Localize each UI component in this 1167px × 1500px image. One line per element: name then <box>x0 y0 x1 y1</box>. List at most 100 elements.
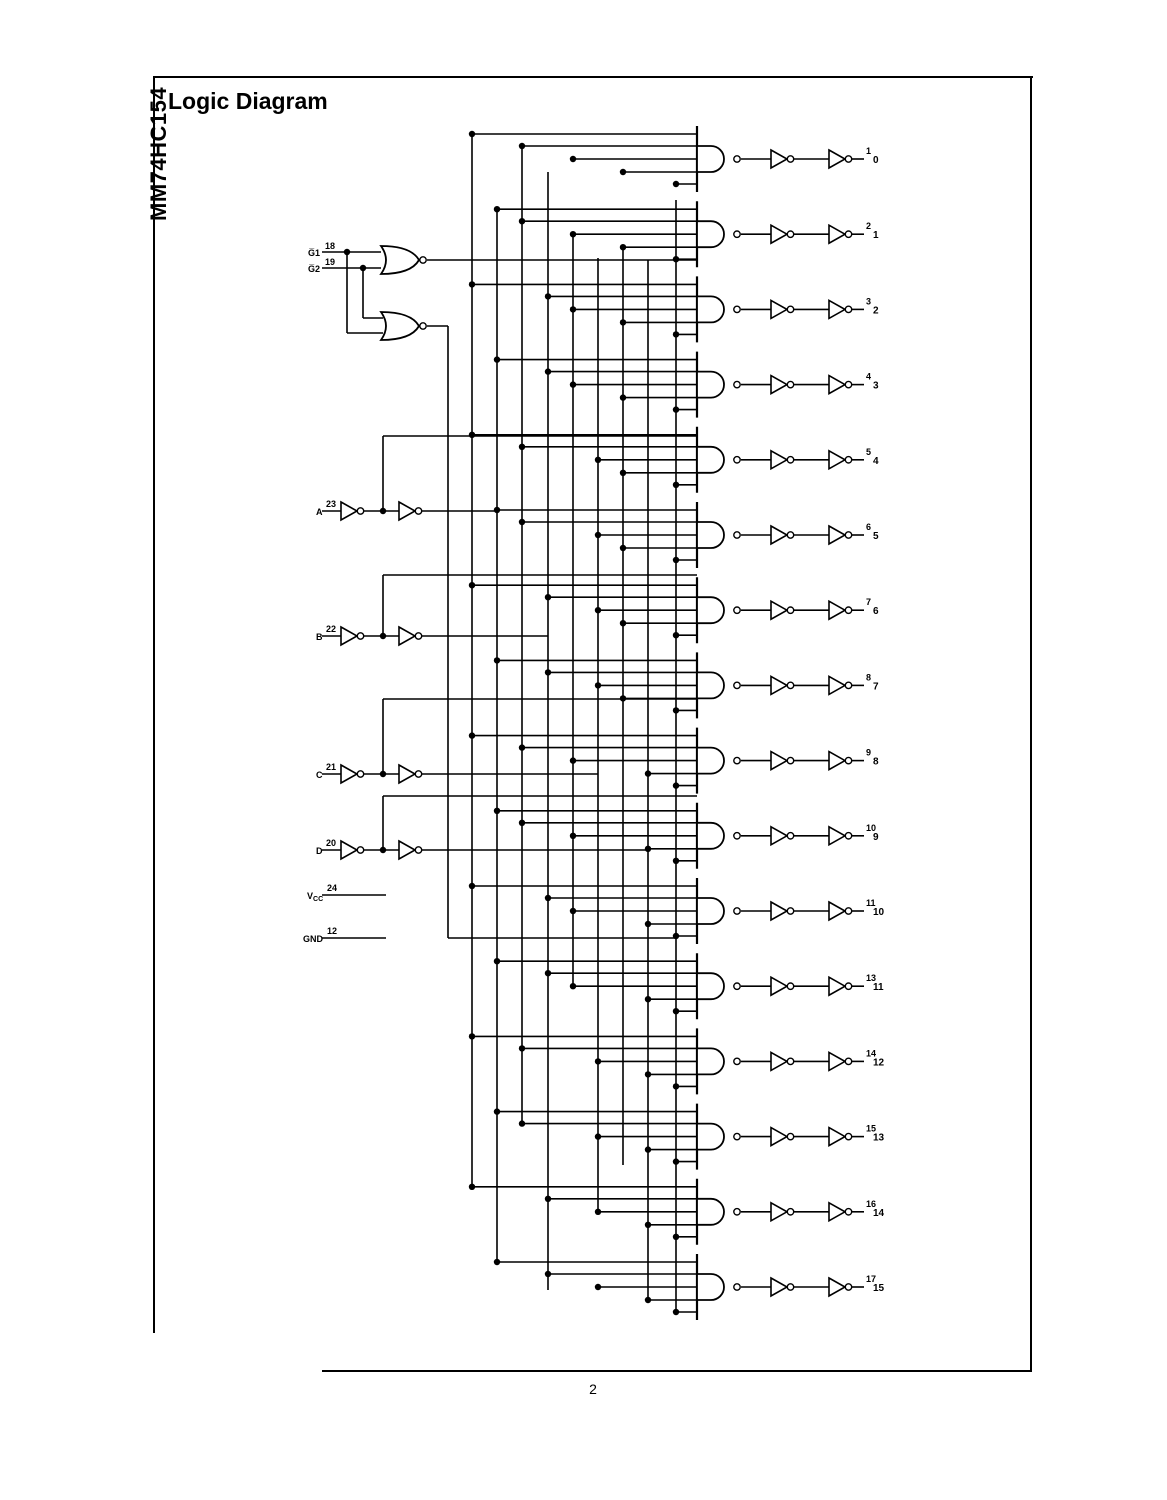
inverter-symbol <box>340 839 359 861</box>
junction-dot <box>672 1308 680 1316</box>
inversion-bubble <box>733 907 741 915</box>
junction-dot <box>468 431 476 438</box>
junction-dot <box>569 231 577 238</box>
inverter-symbol <box>770 975 789 997</box>
junction-dot <box>594 1208 602 1216</box>
address-pin-number: 23 <box>326 499 336 509</box>
nand-gate-body <box>696 1273 725 1301</box>
inverter-symbol <box>828 1201 847 1223</box>
inversion-bubble <box>844 831 853 840</box>
junction-dot <box>644 1146 652 1153</box>
inversion-bubble <box>786 230 795 239</box>
junction-dot <box>544 1270 552 1278</box>
or-gate-body <box>379 311 421 341</box>
nand-gate-body <box>696 596 725 625</box>
inversion-bubble <box>356 770 365 778</box>
inverter-symbol <box>828 374 847 395</box>
output-pin-number: 7 <box>866 597 871 607</box>
junction-dot <box>672 1158 680 1165</box>
inverter-symbol <box>770 374 789 395</box>
junction-dot <box>644 1071 652 1078</box>
inversion-bubble <box>844 455 853 464</box>
inversion-bubble <box>786 1283 795 1291</box>
nand-gate-body <box>696 295 725 324</box>
frame-left-border <box>153 76 155 1333</box>
junction-dot <box>672 481 680 488</box>
inverter-symbol <box>828 750 847 771</box>
inversion-bubble <box>786 831 795 840</box>
junction-dot <box>569 907 577 915</box>
junction-dot <box>594 531 602 539</box>
junction-dot <box>619 244 627 251</box>
output-pin-number: 11 <box>866 898 876 908</box>
power-pin-label: VCC <box>307 891 323 903</box>
junction-dot <box>619 469 627 476</box>
decoder-output-stage <box>695 502 725 568</box>
junction-dot <box>672 857 680 864</box>
inversion-bubble <box>356 632 365 640</box>
junction-dot <box>594 682 602 689</box>
inverter-symbol <box>340 763 359 785</box>
decoder-output-stage <box>695 126 725 192</box>
inversion-bubble <box>733 455 741 464</box>
inverter-symbol <box>398 839 417 861</box>
output-pin-number: 3 <box>866 296 871 306</box>
output-pin-number: 6 <box>866 522 871 532</box>
junction-dot <box>468 882 476 890</box>
inversion-bubble <box>844 982 853 991</box>
output-pin-number: 5 <box>866 447 871 457</box>
enable-input-label: G̅2 <box>308 264 320 274</box>
inversion-bubble <box>733 831 741 840</box>
enable-input-label: G̅1 <box>308 248 320 258</box>
inversion-bubble <box>786 380 795 389</box>
output-label: 3 <box>873 381 879 392</box>
junction-dot <box>518 744 526 751</box>
junction-dot <box>672 1083 680 1090</box>
junction-dot <box>518 518 526 526</box>
inverter-symbol <box>828 223 847 245</box>
inversion-bubble <box>786 606 795 615</box>
junction-dot <box>672 707 680 714</box>
inverter-symbol <box>770 599 789 621</box>
inversion-bubble <box>844 1057 853 1066</box>
junction-dot <box>518 443 526 450</box>
output-pin-number: 16 <box>866 1199 876 1209</box>
output-pin-number: 17 <box>866 1274 876 1284</box>
junction-dot <box>619 394 627 401</box>
inversion-bubble <box>733 681 741 690</box>
junction-dot <box>493 206 501 213</box>
output-label: 1 <box>873 230 879 241</box>
output-label: 15 <box>873 1283 885 1294</box>
frame-top-border <box>153 76 1033 78</box>
junction-dot <box>544 293 552 300</box>
nand-gate-body <box>696 445 725 474</box>
junction-dot <box>518 218 526 225</box>
junction-dot <box>672 782 680 789</box>
inverter-symbol <box>828 599 847 621</box>
inversion-bubble <box>844 681 853 690</box>
inverter-symbol <box>828 825 847 847</box>
junction-dot <box>569 983 577 990</box>
junction-dot <box>594 456 602 463</box>
junction-dot <box>518 1120 526 1127</box>
inverter-symbol <box>398 763 417 785</box>
inversion-bubble <box>733 1283 741 1291</box>
decoder-output-stage <box>695 276 725 343</box>
inverter-symbol <box>828 1276 847 1298</box>
decoder-output-stage <box>695 351 725 418</box>
decoder-output-stage <box>695 426 725 493</box>
inversion-bubble <box>733 982 741 991</box>
inversion-bubble <box>419 322 427 330</box>
junction-dot <box>644 920 652 928</box>
inversion-bubble <box>786 531 795 539</box>
junction-dot <box>544 368 552 375</box>
inversion-bubble <box>414 770 423 778</box>
output-label: 6 <box>873 606 879 617</box>
inverter-symbol <box>828 299 847 320</box>
inversion-bubble <box>733 1057 741 1066</box>
inversion-bubble <box>844 1132 853 1141</box>
junction-dot <box>644 1221 652 1229</box>
output-label: 4 <box>873 456 879 467</box>
inversion-bubble <box>786 1207 795 1216</box>
nand-gate-body <box>696 521 725 549</box>
